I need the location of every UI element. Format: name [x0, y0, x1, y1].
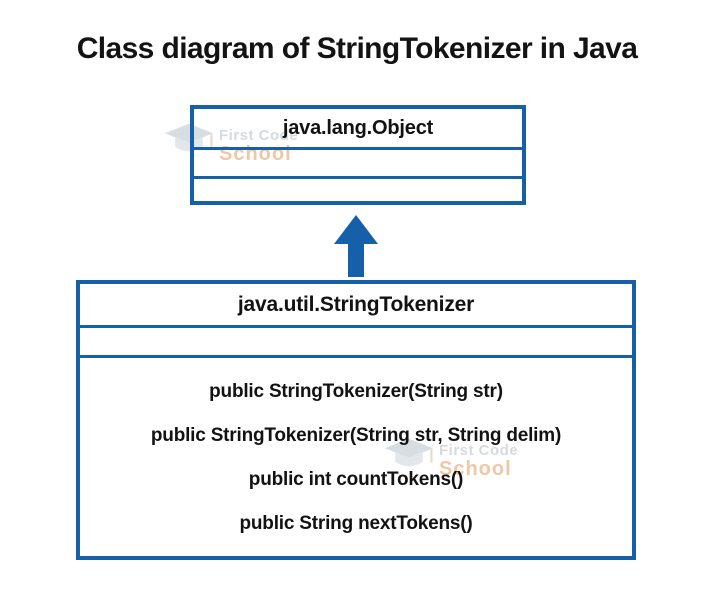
method-signature: public int countTokens() [248, 469, 464, 490]
class-name-object: java.lang.Object [194, 109, 522, 150]
method-signature: public StringTokenizer(String str) [209, 381, 503, 402]
diagram-title: Class diagram of StringTokenizer in Java [76, 32, 638, 65]
class-name-stringtokenizer: java.util.StringTokenizer [80, 284, 632, 328]
arrow-head-icon [334, 215, 378, 244]
method-signature: public String nextTokens() [239, 513, 473, 534]
tokenizer-fields-compartment [80, 328, 632, 358]
object-fields-compartment [194, 150, 522, 179]
class-box-object: java.lang.Object [190, 105, 526, 205]
tokenizer-methods-compartment: public StringTokenizer(String str) publi… [80, 358, 632, 556]
object-methods-compartment [194, 179, 522, 201]
class-box-stringtokenizer: java.util.StringTokenizer public StringT… [76, 280, 636, 560]
arrow-shaft [348, 244, 364, 277]
method-signature: public StringTokenizer(String str, Strin… [150, 425, 562, 446]
inheritance-arrow [334, 215, 378, 277]
